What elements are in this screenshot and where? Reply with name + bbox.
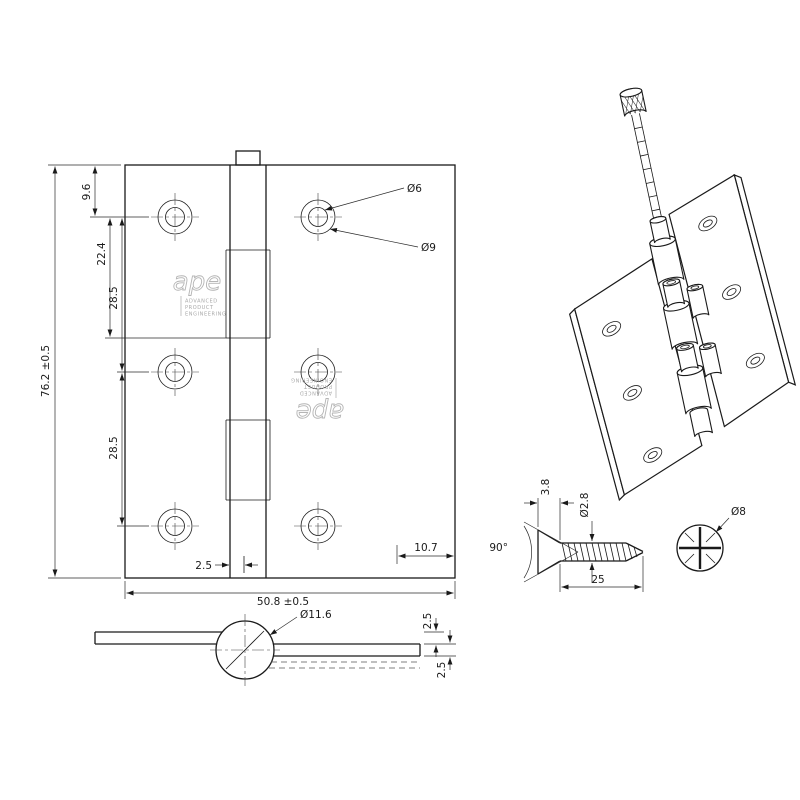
- dimension-head-angle: 90°: [489, 521, 579, 583]
- brand-logo-text: ape: [296, 397, 344, 427]
- dim-top-offset-label: 9.6: [81, 183, 93, 200]
- dim-head-height-label: 3.8: [540, 479, 552, 496]
- screw-side-view: 90° 3.8 Ø2.8 25: [489, 479, 644, 592]
- hinge-pin-tip: [235, 150, 261, 166]
- brand-logo-rotated: ape ADVANCED PRODUCT ENGINEERING: [291, 377, 345, 428]
- brand-logo-line2: PRODUCT: [185, 305, 214, 311]
- brand-logo-text: ape: [173, 267, 221, 297]
- hinge-knuckle-column: [225, 165, 271, 578]
- hinge-knuckle-3d: [686, 283, 722, 378]
- callout-hole-dia: Ø6: [324, 183, 422, 211]
- screw-head-outline: [676, 524, 724, 572]
- hinge-hole: [294, 193, 342, 241]
- dim-height-label: 76.2 ±0.5: [40, 345, 52, 397]
- dim-hole-dia-label: Ø6: [407, 183, 422, 195]
- hinge-hole: [151, 348, 199, 396]
- dimension-top-offset: 9.6: [81, 166, 149, 218]
- hinge-leaf-3d-right: [668, 173, 797, 428]
- dimension-knuckle-gap: 2.5: [195, 556, 258, 573]
- dim-leaf-thickness-upper-label: 2.5: [422, 613, 434, 630]
- dimension-screw-length: 25: [559, 556, 644, 592]
- side-view: Ø11.6 2.5 2.5: [94, 609, 456, 686]
- screw-head-front-view: Ø8: [676, 506, 746, 572]
- dimension-hole-pitch-upper: 28.5: [108, 218, 149, 373]
- brand-logo-line1: ADVANCED: [299, 390, 332, 396]
- dimension-head-height: 3.8: [524, 479, 574, 540]
- brand-logo-line3: ENGINEERING: [185, 312, 226, 318]
- dimension-hole-pitch-lower: 28.5: [108, 373, 149, 527]
- dim-hole-pitch-upper-label: 28.5: [108, 286, 120, 309]
- dim-edge-offset-label: 10.7: [414, 542, 437, 554]
- callout-countersink-dia: Ø9: [329, 228, 436, 254]
- dim-countersink-dia-label: Ø9: [421, 242, 436, 254]
- brand-logo-line2: PRODUCT: [303, 383, 332, 389]
- hinge-knuckle-3d: [649, 235, 714, 437]
- dimension-upper-spacing: 22.4: [96, 218, 226, 339]
- dim-knuckle-dia-label: Ø11.6: [300, 609, 332, 621]
- dimension-leaf-thickness-lower: 2.5: [424, 630, 456, 678]
- dim-hole-pitch-lower-label: 28.5: [108, 436, 120, 459]
- pozidriv-recess: [679, 527, 721, 569]
- dim-leaf-thickness-lower-label: 2.5: [436, 662, 448, 679]
- brand-logo: ape ADVANCED PRODUCT ENGINEERING: [172, 267, 226, 318]
- dim-head-angle-label: 90°: [489, 542, 508, 554]
- dim-knuckle-gap-label: 2.5: [195, 560, 212, 572]
- isometric-view: [568, 87, 797, 502]
- dim-core-dia-label: Ø2.8: [579, 493, 591, 518]
- hinge-hole: [151, 193, 199, 241]
- callout-head-dia: Ø8: [715, 506, 746, 533]
- dimension-width: 50.8 ±0.5: [124, 581, 456, 608]
- brand-logo-line1: ADVANCED: [185, 299, 218, 305]
- hinge-hole: [294, 502, 342, 550]
- brand-logo-line3: ENGINEERING: [291, 377, 332, 383]
- callout-knuckle-dia: Ø11.6: [269, 609, 332, 636]
- dimension-height: 76.2 ±0.5: [40, 164, 121, 579]
- dim-head-dia-label: Ø8: [731, 506, 746, 518]
- front-view: ape ADVANCED PRODUCT ENGINEERING ape ADV…: [40, 150, 456, 608]
- dim-upper-spacing-label: 22.4: [96, 242, 108, 266]
- dim-screw-length-label: 25: [591, 574, 604, 586]
- hinge-hole: [294, 348, 342, 396]
- dimension-core-dia: Ø2.8: [579, 493, 595, 583]
- dim-width-label: 50.8 ±0.5: [257, 596, 309, 608]
- dimension-edge-offset: 10.7: [396, 542, 454, 564]
- screw-head: [537, 529, 561, 575]
- hinge-plate: [124, 164, 456, 579]
- hinge-hole: [151, 502, 199, 550]
- screw-shank: [560, 542, 644, 562]
- dimension-leaf-thickness-upper: 2.5: [422, 613, 456, 657]
- hinge-pin-3d: [619, 87, 671, 244]
